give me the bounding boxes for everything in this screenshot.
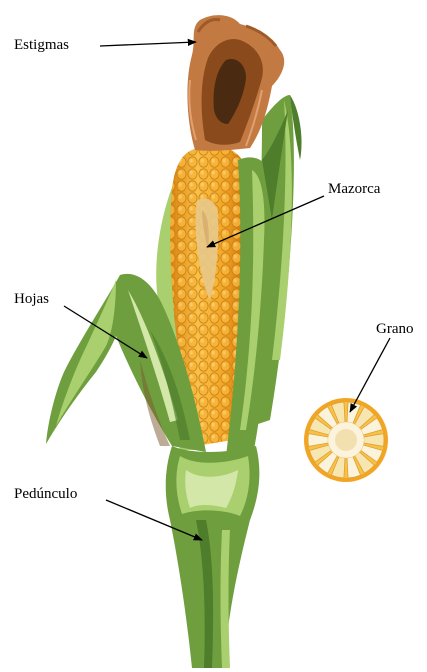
arrow-estigmas [100, 42, 196, 46]
arrow-grano [350, 338, 390, 412]
label-mazorca: Mazorca [328, 182, 380, 197]
label-hojas: Hojas [14, 292, 49, 307]
label-grano: Grano [376, 322, 414, 337]
label-pedunculo: Pedúnculo [14, 487, 77, 502]
stem-peduncle [166, 446, 260, 668]
corn-kernel [304, 398, 388, 482]
label-estigmas: Estigmas [14, 38, 69, 53]
